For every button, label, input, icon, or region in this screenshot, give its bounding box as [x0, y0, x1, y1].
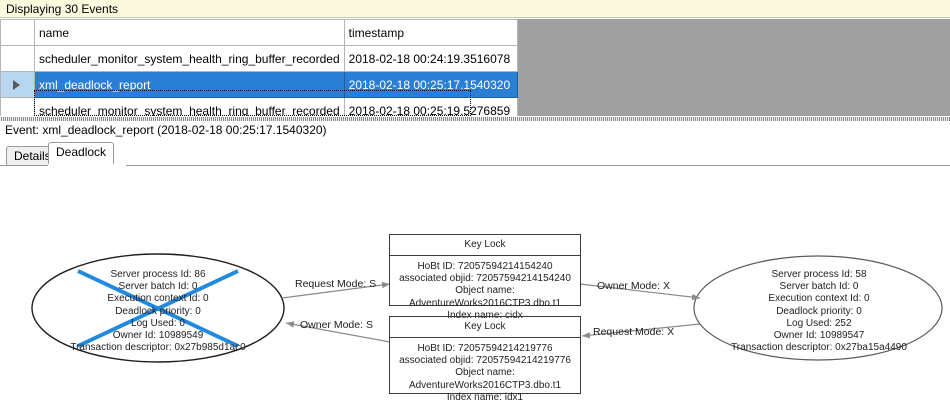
events-table-head: name timestamp [0, 19, 518, 46]
row-selector-cell[interactable] [0, 45, 35, 72]
victim-cross-stroke-2 [77, 269, 239, 348]
edge-label-request-x: Request Mode: X [593, 326, 675, 338]
edge-label-request-s: Request Mode: S [295, 278, 377, 290]
horizontal-splitter[interactable] [0, 116, 950, 122]
tab-details[interactable]: Details [6, 146, 59, 165]
deadlock-graph-canvas [31, 253, 943, 363]
column-header-name[interactable]: name [34, 19, 345, 46]
current-row-arrow-icon [13, 79, 20, 90]
edge-request-x-line [581, 323, 701, 339]
key-lock-top-line-0: HoBt ID: 72057594214154240 [417, 261, 553, 272]
table-row[interactable]: scheduler_monitor_system_health_ring_buf… [0, 45, 518, 72]
event-header-text: Event: xml_deadlock_report (2018-02-18 0… [5, 123, 327, 137]
edge-label-owner-x: Owner Mode: X [597, 280, 670, 292]
edge-request-s-line [281, 281, 391, 299]
key-lock-top-line-3: Index name: cidx [447, 309, 523, 321]
key-lock-bottom-body: HoBt ID: 72057594214219776 associated ob… [390, 338, 580, 400]
tab-panel-deadlock [0, 165, 950, 400]
process-node-left-ellipse[interactable] [31, 253, 285, 363]
cell-name[interactable]: xml_deadlock_report [34, 71, 345, 98]
key-lock-bottom-line-1: associated objid: 72057594214219776 [399, 355, 571, 367]
key-lock-top-title: Key Lock [390, 235, 580, 256]
cell-timestamp[interactable]: 2018-02-18 00:25:17.1540320 [343, 71, 518, 98]
edge-owner-x-line [579, 283, 701, 301]
resource-node-key-lock-top[interactable]: Key Lock HoBt ID: 72057594214154240 asso… [389, 234, 581, 321]
row-selector-cell-current[interactable] [0, 71, 35, 98]
tab-active-seam [48, 164, 126, 167]
events-table-body: scheduler_monitor_system_health_ring_buf… [0, 45, 518, 124]
table-row-selected[interactable]: xml_deadlock_report 2018-02-18 00:25:17.… [0, 71, 518, 98]
column-header-timestamp[interactable]: timestamp [343, 19, 518, 46]
resource-node-key-lock-bottom[interactable]: Key Lock HoBt ID: 72057594214219776 asso… [389, 316, 581, 400]
key-lock-bottom-line-2: Object name: AdventureWorks2016CTP3.dbo.… [408, 367, 562, 391]
table-header-row: name timestamp [0, 19, 518, 46]
cell-timestamp[interactable]: 2018-02-18 00:24:19.3516078 [343, 45, 518, 72]
tab-strip: Details Deadlock [0, 140, 950, 166]
edge-owner-s-line [285, 321, 391, 343]
key-lock-top-line-2: Object name: AdventureWorks2016CTP3.dbo.… [408, 285, 562, 309]
events-table: name timestamp scheduler_monitor_system_… [0, 19, 518, 124]
event-header: Event: xml_deadlock_report (2018-02-18 0… [0, 121, 950, 140]
key-lock-bottom-line-0: HoBt ID: 72057594214219776 [417, 343, 553, 354]
cell-name[interactable]: scheduler_monitor_system_health_ring_buf… [34, 45, 345, 72]
key-lock-top-line-1: associated objid: 72057594214154240 [399, 273, 571, 285]
process-node-right-ellipse[interactable] [693, 255, 943, 361]
events-grid[interactable]: name timestamp scheduler_monitor_system_… [0, 19, 950, 124]
edge-label-owner-s: Owner Mode: S [300, 319, 373, 331]
deadlock-graph[interactable]: Server process Id: 86 Server batch Id: 0… [0, 166, 950, 400]
key-lock-top-body: HoBt ID: 72057594214154240 associated ob… [390, 256, 580, 322]
status-text: Displaying 30 Events [6, 2, 119, 16]
status-bar: Displaying 30 Events [0, 0, 950, 18]
column-header-selector[interactable] [0, 19, 35, 46]
tab-deadlock[interactable]: Deadlock [48, 142, 115, 165]
key-lock-bottom-line-3: Index name: idx1 [446, 391, 524, 400]
key-lock-bottom-title: Key Lock [390, 317, 580, 338]
